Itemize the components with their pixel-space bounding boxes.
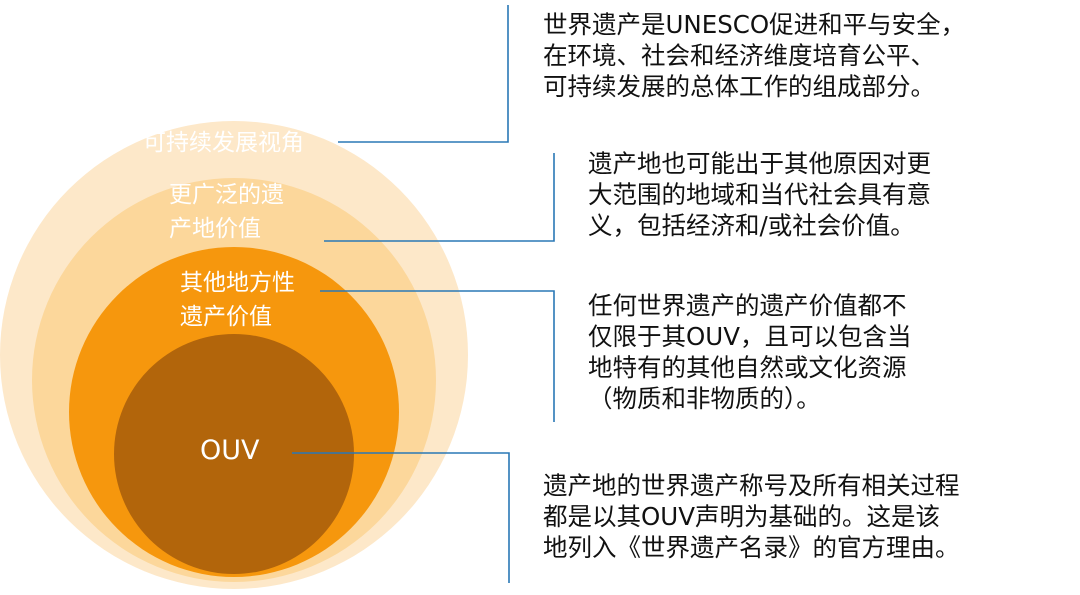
connector-ouv (292, 452, 510, 583)
connector-broader (324, 153, 555, 242)
description-broader-site-values: 遗产地也可能出于其他原因对更 大范围的地域和当代社会具有意 义，包括经济和/或社… (588, 149, 931, 240)
label-ouv: OUV (200, 435, 260, 466)
description-other-local-heritage-values: 任何世界遗产的遗产价值都不 仅限于其OUV，且可以包含当 地特有的其他自然或文化… (588, 291, 912, 413)
label-line: 可持续发展视角 (143, 130, 304, 156)
label-line: 更广泛的遗 (169, 182, 284, 208)
label-sustainable-perspective: 可持续发展视角 (143, 130, 304, 156)
label-line: OUV (200, 435, 260, 466)
label-line: 其他地方性 (180, 270, 295, 296)
connector-sustainable (338, 5, 509, 143)
label-other-local-heritage-values: 其他地方性 遗产价值 (180, 270, 302, 330)
ring-ouv (114, 334, 354, 574)
connector-local (320, 290, 555, 422)
label-broader-site-values: 更广泛的遗 产地价值 (169, 182, 291, 242)
label-line: 产地价值 (169, 216, 261, 242)
description-sustainable-perspective: 世界遗产是UNESCO促进和平与安全， 在环境、社会和经济维度培育公平、 可持续… (543, 10, 966, 101)
description-ouv: 遗产地的世界遗产称号及所有相关过程 都是以其OUV声明为基础的。这是该 地列入《… (543, 471, 960, 562)
label-line: 遗产价值 (180, 304, 272, 330)
